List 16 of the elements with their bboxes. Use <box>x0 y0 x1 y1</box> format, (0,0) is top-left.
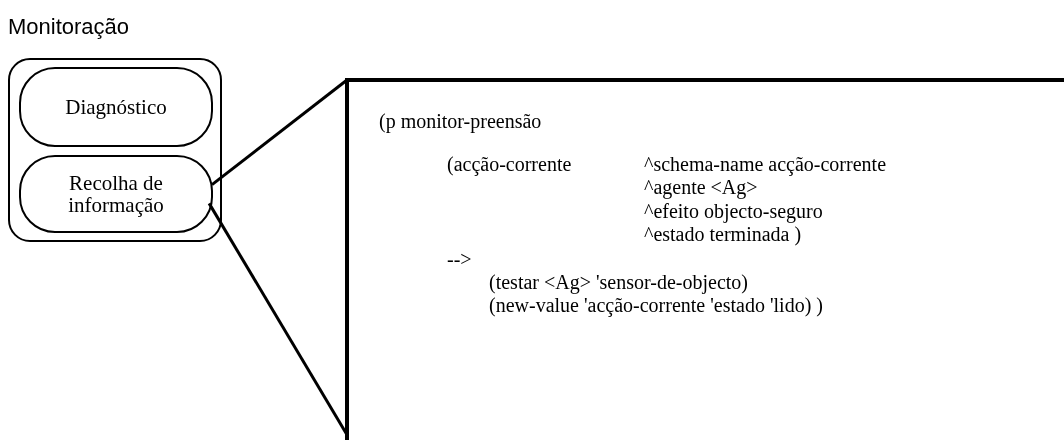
code-line: (p monitor-preensão <box>379 110 542 133</box>
box-label: Diagnóstico <box>64 95 168 118</box>
code-line: ^agente <Ag> <box>644 176 758 199</box>
code-line: (new-value 'acção-corrente 'estado 'lido) ) <box>489 294 823 317</box>
code-line: ^efeito objecto-seguro <box>644 200 823 223</box>
code-panel <box>345 78 1064 440</box>
rounded-box <box>19 67 213 147</box>
callout-line <box>211 78 348 186</box>
code-line: ^schema-name acção-corrente <box>644 153 886 176</box>
group-heading: Monitoração <box>8 14 130 40</box>
code-line: --> <box>447 248 472 271</box>
code-line: (acção-corrente <box>447 153 572 176</box>
code-line: ^estado terminada ) <box>644 223 802 246</box>
box-label: Recolha de informação <box>67 171 165 217</box>
rounded-box <box>19 155 213 233</box>
code-line: (testar <Ag> 'sensor-de-objecto) <box>489 271 748 294</box>
